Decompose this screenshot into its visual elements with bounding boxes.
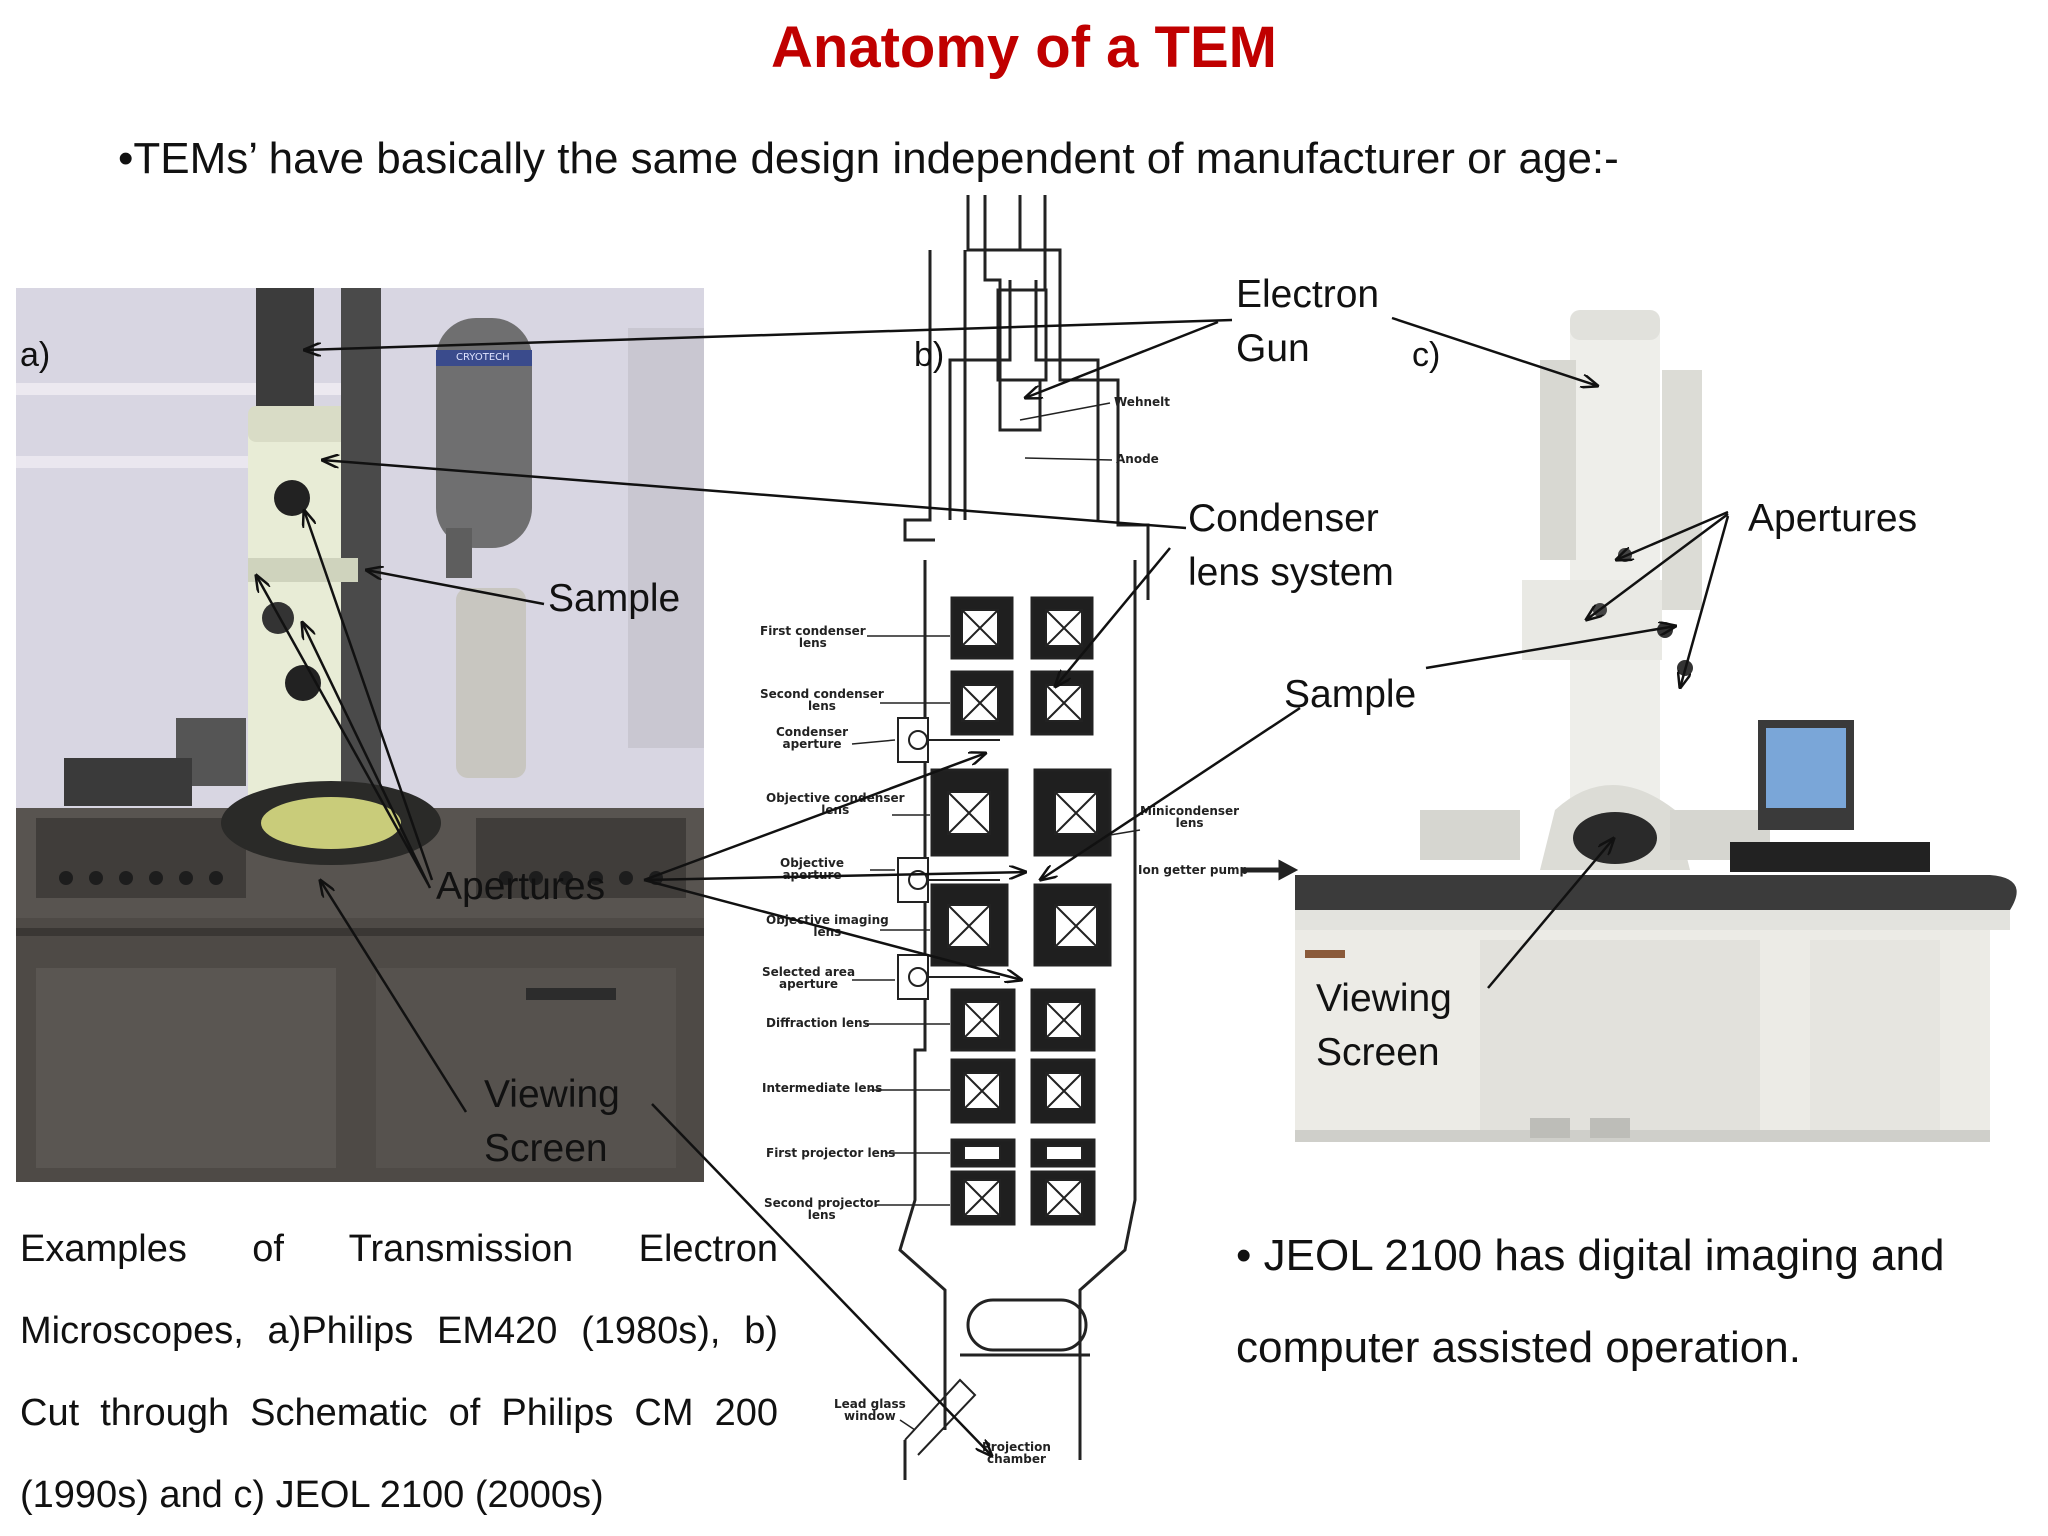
photo-jeol-2100 xyxy=(1290,290,2048,1152)
panel-letter-b: b) xyxy=(914,336,945,374)
panel-letter-c: c) xyxy=(1412,336,1441,374)
schematic-label-ion-getter: Ion getter pump xyxy=(1138,863,1249,877)
jeol-note: • JEOL 2100 has digital imaging and comp… xyxy=(1236,1231,1945,1372)
photo-philips-em420: CRYOTECH xyxy=(16,288,704,1182)
schematic-label-anode: Anode xyxy=(1116,452,1159,466)
panel-letter-a: a) xyxy=(20,336,51,374)
schematic-philips-cm200 xyxy=(700,190,1300,1500)
label-sample-c: Sample xyxy=(1284,673,1417,716)
photo-a-brand: CRYOTECH xyxy=(456,352,510,363)
slide-subtitle: •TEMs’ have basically the same design in… xyxy=(118,134,1619,183)
label-apertures-c: Apertures xyxy=(1748,497,1918,540)
label-apertures-a: Apertures xyxy=(436,865,606,908)
slide-title: Anatomy of a TEM xyxy=(771,15,1277,80)
schematic-label-intermediate: Intermediate lens xyxy=(762,1081,883,1095)
schematic-label-first-projector: First projector lens xyxy=(766,1146,896,1160)
schematic-label-wehnelt: Wehnelt xyxy=(1114,395,1171,409)
schematic-label-diffraction: Diffraction lens xyxy=(766,1016,870,1030)
figure-caption: Examples of Transmission Electron Micros… xyxy=(20,1228,778,1516)
label-sample-a: Sample xyxy=(548,577,681,620)
